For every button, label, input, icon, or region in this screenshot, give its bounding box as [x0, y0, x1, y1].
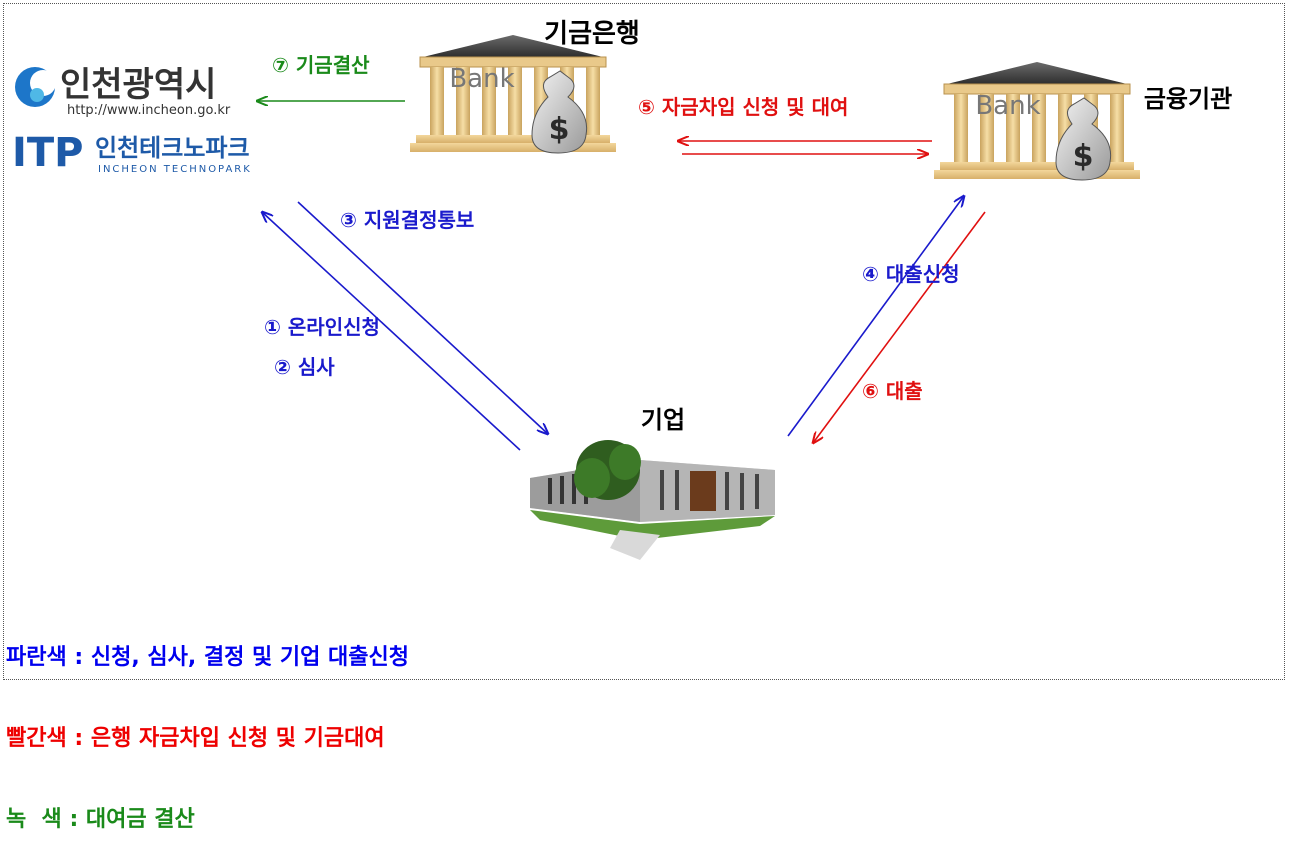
flow-diagram: $ Bank 기금은행 Bank 금융기관 인천광역시 http://www.i… [12, 19, 1232, 560]
arrow-loan [813, 211, 986, 443]
color-legend: 파란색 : 신청, 심사, 결정 및 기업 대출신청 빨간색 : 은행 자금차입… [6, 590, 409, 860]
technopark-abbr: ITP [12, 130, 83, 176]
company-building [530, 440, 775, 560]
fund-bank-label: 기금은행 [544, 19, 640, 49]
step-5-label: ⑤ 자금차입 신청 및 대여 [638, 95, 848, 119]
step-4-label: ④ 대출신청 [862, 262, 960, 286]
city-name: 인천광역시 [60, 65, 216, 105]
arrow-support-decision [297, 201, 548, 434]
company-label: 기업 [641, 406, 685, 434]
city-url: http://www.incheon.go.kr [67, 103, 231, 118]
step-3-label: ③ 지원결정통보 [340, 208, 474, 232]
arrow-online-application [262, 212, 521, 451]
incheon-city-logo: 인천광역시 http://www.incheon.go.kr [15, 65, 231, 118]
arrow-loan-application [787, 196, 964, 437]
step-7-label: ⑦ 기금결산 [272, 53, 370, 77]
financial-institution-sign: Bank [975, 91, 1040, 121]
step-6-label: ⑥ 대출 [862, 379, 923, 403]
legend-blue: 파란색 : 신청, 심사, 결정 및 기업 대출신청 [6, 645, 409, 670]
diagram-border [3, 3, 1285, 680]
legend-green: 녹 색 : 대여금 결산 [6, 807, 195, 832]
financial-institution-building: Bank [933, 61, 1141, 181]
fund-bank-sign: Bank [449, 64, 514, 94]
step-1-label: ① 온라인신청 [264, 315, 380, 339]
fund-bank-building: Bank [409, 34, 617, 154]
technopark-name-en: INCHEON TECHNOPARK [98, 164, 252, 175]
technopark-logo: ITP 인천테크노파크 INCHEON TECHNOPARK [12, 130, 252, 176]
technopark-name: 인천테크노파크 [95, 134, 250, 162]
legend-red: 빨간색 : 은행 자금차입 신청 및 기금대여 [6, 726, 385, 751]
financial-institution-label: 금융기관 [1144, 85, 1232, 113]
step-2-label: ② 심사 [274, 355, 335, 379]
